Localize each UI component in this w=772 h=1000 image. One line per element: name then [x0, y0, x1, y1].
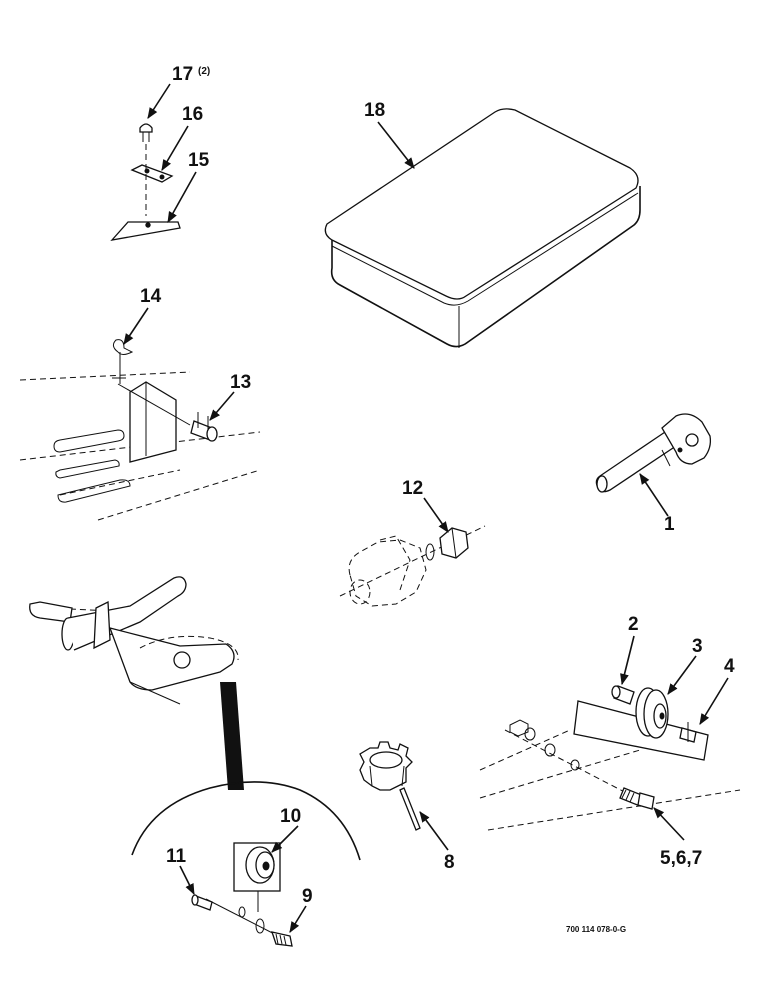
arm-assembly	[29, 576, 239, 705]
callout-1: 1	[664, 514, 675, 535]
part-15-16-17-group	[110, 123, 181, 241]
callout-18: 18	[364, 100, 385, 121]
callout-5-6-7: 5,6,7	[660, 848, 702, 869]
pin-13	[190, 412, 218, 442]
part-12-group	[339, 525, 486, 607]
part-2-7-group	[479, 685, 741, 831]
callout-3: 3	[692, 636, 703, 657]
callout-17: 17	[172, 64, 193, 85]
callout-4: 4	[724, 656, 735, 677]
pulley-3	[635, 687, 669, 739]
callout-12: 12	[402, 478, 423, 499]
bar-16	[130, 164, 174, 183]
callout-14: 14	[140, 286, 162, 307]
detail-9-10-11	[191, 842, 293, 947]
callout-10: 10	[280, 806, 301, 827]
sprocket-8	[359, 741, 421, 831]
part-13-14-group	[19, 339, 261, 521]
callout-9: 9	[302, 886, 313, 907]
bolt-5-6-7	[619, 787, 655, 810]
leader-lines	[123, 83, 729, 933]
callout-2: 2	[628, 614, 639, 635]
callout-8: 8	[444, 852, 455, 873]
pin-11	[191, 894, 213, 911]
bolt-17	[139, 123, 153, 216]
drawing-code: 700 114 078-0-G	[566, 925, 626, 934]
detail-arc	[131, 781, 361, 861]
nut-12	[439, 527, 469, 559]
plate-15	[110, 221, 181, 241]
box-18	[324, 108, 641, 348]
clip-14	[112, 339, 134, 384]
callout-16: 16	[182, 104, 203, 125]
screw-9	[271, 931, 293, 947]
shaft-1	[595, 413, 712, 493]
callout-11: 11	[166, 846, 187, 867]
callout-13: 13	[230, 372, 251, 393]
detail-pointer	[220, 682, 244, 790]
callout-15: 15	[188, 150, 210, 171]
bracket-plate	[129, 381, 177, 463]
callout-17-qty: (2)	[198, 66, 210, 77]
